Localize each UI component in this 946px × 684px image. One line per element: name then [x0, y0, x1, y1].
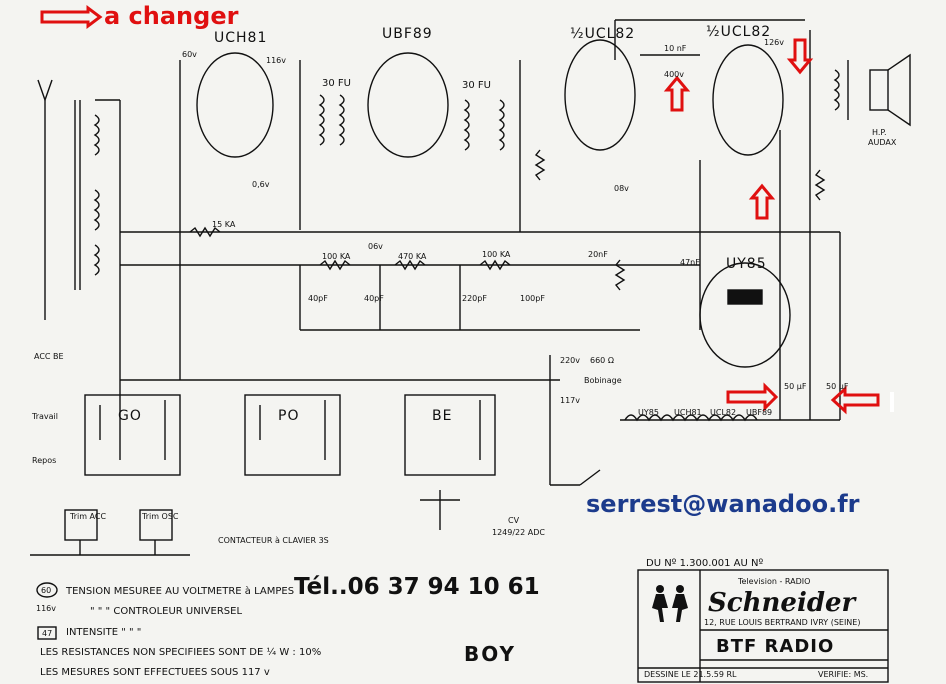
speaker-hp-label: H.P.: [872, 128, 887, 137]
if-transformer-2-label: 30 FU: [462, 80, 491, 91]
titleblock-serial: DU Nº 1.300.001 AU Nº: [646, 558, 764, 569]
cap-400v-label: 400v: [664, 70, 685, 79]
cv-spec-label: 1249/22 ADC: [492, 528, 545, 537]
cap-100pf-label: 100pF: [520, 294, 545, 303]
voltage-117v-label: 117v: [560, 396, 581, 405]
resistor-660-label: 660 Ω: [590, 356, 614, 365]
bobinage-label: Bobinage: [584, 376, 622, 385]
voltage-60v-label: 60v: [182, 50, 197, 59]
legend-tag-116v: 116v: [36, 604, 57, 613]
legend-row-3: INTENSITE " " ": [66, 627, 142, 638]
tube-ucl82-b-label: ½UCL82: [706, 24, 772, 40]
contacteur-label: CONTACTEUR à CLAVIER 3S: [218, 536, 329, 545]
email-label: serrest@wanadoo.fr: [586, 490, 860, 518]
trim-osc-label: Trim OSC: [142, 512, 179, 521]
phone-label: Tél..06 37 94 10 61: [294, 574, 540, 600]
resistor-100k-a-label: 100 KA: [322, 252, 351, 261]
travail-label: Travail: [32, 412, 58, 421]
voltage-116v-label: 116v: [266, 56, 287, 65]
cv-label: CV: [508, 516, 520, 525]
heater-uch81-label: UCH81: [674, 408, 702, 417]
legend-row-4: LES RESISTANCES NON SPECIFIEES SONT DE ¼…: [40, 647, 322, 658]
acc-be-label: ACC BE: [34, 352, 64, 361]
resistor-15k-label: 15 KA: [212, 220, 236, 229]
cap-10nf-label: 10 nF: [664, 44, 687, 53]
cap-50uf-a-label: 50 µF: [784, 382, 807, 391]
titleblock-tv-radio: Television - RADIO: [738, 577, 811, 586]
voltage-06v-label: 06v: [368, 242, 383, 251]
resistor-470k-label: 470 KA: [398, 252, 427, 261]
titleblock-dessine: DESSINE LE 21.5.59 RL: [644, 670, 737, 679]
repos-label: Repos: [32, 456, 57, 465]
schneider-dancers-logo-icon: [646, 582, 694, 626]
cap-40pf-b-label: 40pF: [364, 294, 384, 303]
legend-row-5: LES MESURES SONT EFFECTUEES SOUS 117 v: [40, 667, 270, 678]
legend-tag-60: 60: [41, 586, 52, 595]
voltage-08v-label: 08v: [614, 184, 629, 193]
speaker-audax-label: AUDAX: [868, 138, 897, 147]
heater-ubf89-label: UBF89: [746, 408, 773, 417]
titleblock-verifie: VERIFIE: MS.: [818, 670, 869, 679]
trim-acc-label: Trim ACC: [70, 512, 107, 521]
voltage-126v-label: 126v: [764, 38, 785, 47]
legend-row-2: " " " CONTROLEUR UNIVERSEL: [90, 606, 243, 617]
if-transformer-1-label: 30 FU: [322, 78, 351, 89]
resistor-100k-b-label: 100 KA: [482, 250, 511, 259]
cap-20nf-label: 20nF: [588, 250, 608, 259]
titleblock-address: 12, RUE LOUIS BERTRAND IVRY (SEINE): [704, 618, 861, 627]
tube-ubf89-label: UBF89: [382, 26, 433, 42]
cap-47nf-label: 47nF: [680, 258, 700, 267]
a-changer-label: a changer: [104, 2, 239, 30]
tube-ucl82-a-label: ½UCL82: [570, 26, 636, 42]
legend-tag-47: 47: [42, 629, 53, 638]
cap-220pf-label: 220pF: [462, 294, 487, 303]
switch-po-label: PO: [278, 408, 300, 424]
schneider-brand-logo: Schneider: [708, 588, 856, 618]
heater-uy85-label: UY85: [638, 408, 659, 417]
legend-row-1: TENSION MESUREE AU VOLTMETRE à LAMPES: [66, 586, 295, 597]
tube-uy85-label: UY85: [726, 256, 767, 272]
voltage-0-6v-label: 0,6v: [252, 180, 270, 189]
switch-be-label: BE: [432, 408, 453, 424]
titleblock-model: BTF RADIO: [716, 636, 835, 657]
heater-ucl82-label: UCL82: [710, 408, 737, 417]
model-boy-label: BOY: [464, 642, 517, 666]
mains-220v-label: 220v: [560, 356, 581, 365]
cap-40pf-a-label: 40pF: [308, 294, 328, 303]
tube-uch81-label: UCH81: [214, 30, 268, 46]
switch-go-label: GO: [118, 408, 142, 424]
cap-50uf-b-label: 50 µF: [826, 382, 849, 391]
